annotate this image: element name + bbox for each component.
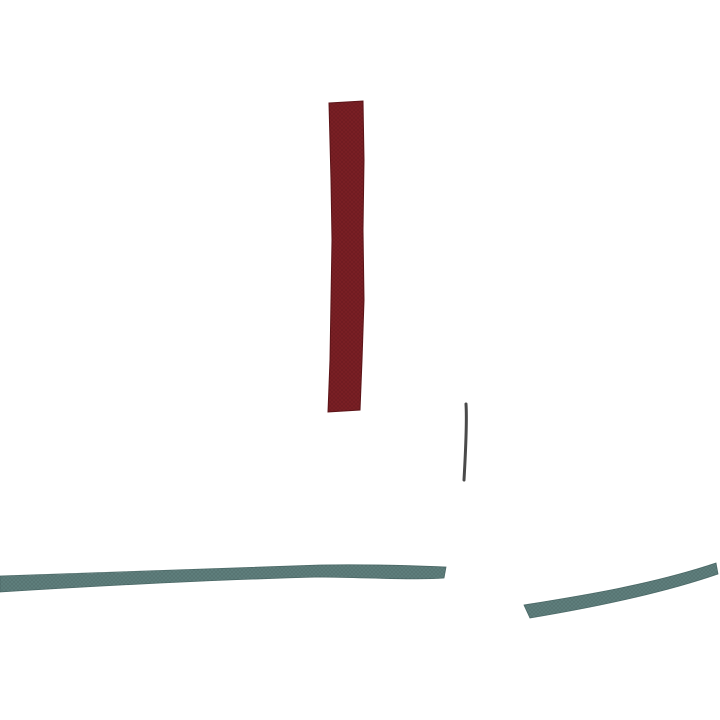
teal-horizontal-stroke-right — [523, 562, 719, 619]
teal-horizontal-stroke-left — [0, 564, 447, 593]
maroon-vertical-stroke — [327, 100, 365, 413]
thin-dark-stroke — [462, 402, 468, 482]
